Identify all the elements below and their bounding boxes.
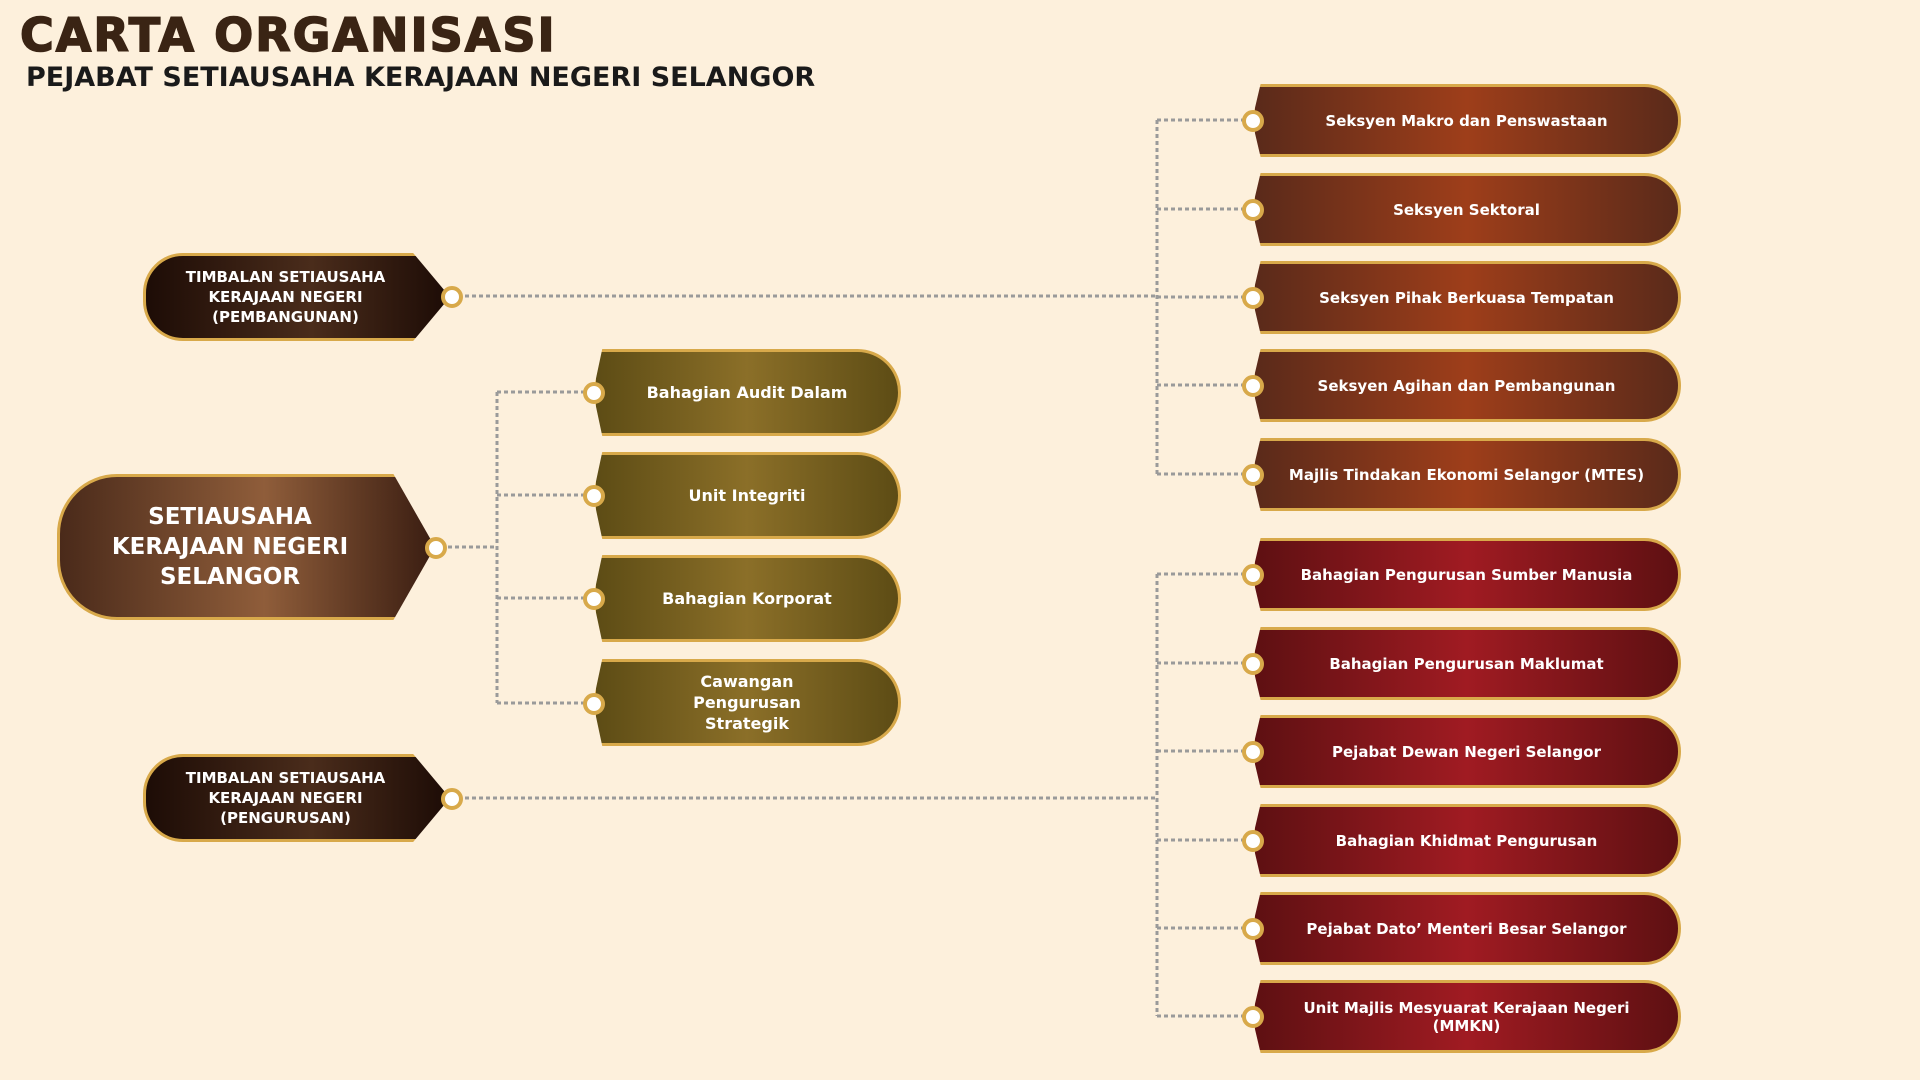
seksyen-makro-label: Seksyen Makro dan Penswastaan [1325,111,1608,130]
seksyen-sektoral-dot [1242,199,1264,221]
bahagian-maklumat-dot [1242,653,1264,675]
seksyen-agihan-label: Seksyen Agihan dan Pembangunan [1317,376,1616,395]
seksyen-makro: Seksyen Makro dan Penswastaan [1252,84,1681,157]
seksyen-pbt-dot [1242,287,1264,309]
bahagian-sumber-manusia: Bahagian Pengurusan Sumber Manusia [1252,538,1681,611]
unit-korporat: Bahagian Korporat [593,555,901,642]
pejabat-dewan-negeri-label: Pejabat Dewan Negeri Selangor [1332,742,1601,761]
bahagian-khidmat-pengurusan-dot [1242,830,1264,852]
unit-audit-dalam: Bahagian Audit Dalam [593,349,901,436]
unit-mmkn-dot [1242,1006,1264,1028]
pejabat-dewan-negeri: Pejabat Dewan Negeri Selangor [1252,715,1681,788]
deputy-pembangunan-label: TIMBALAN SETIAUSAHA KERAJAAN NEGERI (PEM… [185,268,386,326]
seksyen-pbt-label: Seksyen Pihak Berkuasa Tempatan [1319,288,1614,307]
root-node: SETIAUSAHA KERAJAAN NEGERI SELANGOR [57,474,435,620]
seksyen-sektoral-label: Seksyen Sektoral [1393,200,1540,219]
bahagian-sumber-manusia-dot [1242,564,1264,586]
seksyen-agihan: Seksyen Agihan dan Pembangunan [1252,349,1681,422]
deputy-pengurusan: TIMBALAN SETIAUSAHA KERAJAAN NEGERI (PEN… [143,754,450,842]
unit-audit-dalam-dot [583,382,605,404]
unit-integriti-label: Unit Integriti [688,486,806,505]
majlis-mtes-dot [1242,464,1264,486]
chart-subtitle: PEJABAT SETIAUSAHA KERAJAAN NEGERI SELAN… [26,62,816,93]
chart-title: CARTA ORGANISASI [19,7,557,63]
majlis-mtes-label: Majlis Tindakan Ekonomi Selangor (MTES) [1288,465,1645,484]
unit-integriti-dot [583,485,605,507]
bahagian-maklumat: Bahagian Pengurusan Maklumat [1252,627,1681,700]
unit-audit-dalam-label: Bahagian Audit Dalam [646,383,848,402]
seksyen-pbt: Seksyen Pihak Berkuasa Tempatan [1252,261,1681,334]
unit-korporat-label: Bahagian Korporat [662,589,832,608]
seksyen-makro-dot [1242,110,1264,132]
root-label: SETIAUSAHA KERAJAAN NEGERI SELANGOR [111,504,349,590]
bahagian-khidmat-pengurusan: Bahagian Khidmat Pengurusan [1252,804,1681,877]
unit-pengurusan-strategik: Cawangan Pengurusan Strategik [593,659,901,746]
root-connector-dot [425,537,447,559]
unit-integriti: Unit Integriti [593,452,901,539]
unit-korporat-dot [583,588,605,610]
bahagian-khidmat-pengurusan-label: Bahagian Khidmat Pengurusan [1335,831,1598,850]
deputy-pembangunan: TIMBALAN SETIAUSAHA KERAJAAN NEGERI (PEM… [143,253,450,341]
bahagian-sumber-manusia-label: Bahagian Pengurusan Sumber Manusia [1300,565,1633,584]
unit-mmkn: Unit Majlis Mesyuarat Kerajaan Negeri (M… [1252,980,1681,1053]
bahagian-maklumat-label: Bahagian Pengurusan Maklumat [1329,654,1604,673]
unit-pengurusan-strategik-dot [583,693,605,715]
majlis-mtes: Majlis Tindakan Ekonomi Selangor (MTES) [1252,438,1681,511]
pejabat-dewan-negeri-dot [1242,741,1264,763]
deputy-pembangunan-dot [441,286,463,308]
deputy-pengurusan-label: TIMBALAN SETIAUSAHA KERAJAAN NEGERI (PEN… [185,769,386,827]
deputy-pengurusan-dot [441,788,463,810]
unit-pengurusan-strategik-label: Cawangan Pengurusan Strategik [693,672,801,733]
pejabat-menteri-besar-label: Pejabat Dato’ Menteri Besar Selangor [1306,919,1627,938]
seksyen-agihan-dot [1242,375,1264,397]
seksyen-sektoral: Seksyen Sektoral [1252,173,1681,246]
pejabat-menteri-besar: Pejabat Dato’ Menteri Besar Selangor [1252,892,1681,965]
unit-mmkn-label: Unit Majlis Mesyuarat Kerajaan Negeri (M… [1303,998,1630,1035]
pejabat-menteri-besar-dot [1242,918,1264,940]
